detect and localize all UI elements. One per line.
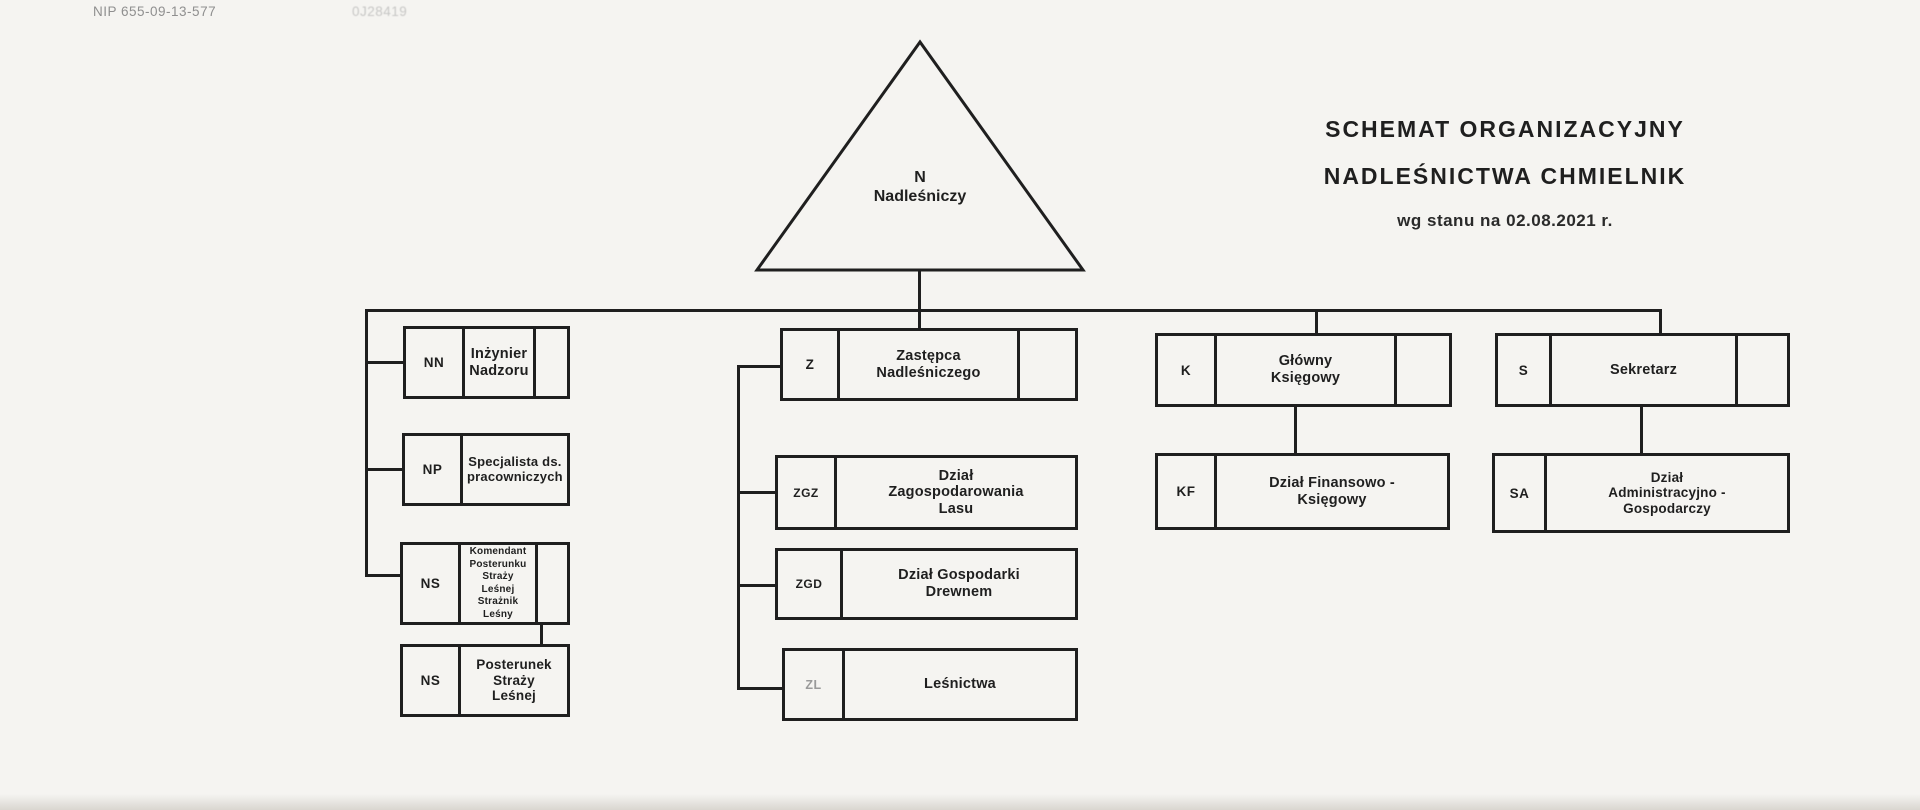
org-box-nn: NN Inżynier Nadzoru bbox=[403, 326, 570, 399]
root-triangle-shape bbox=[754, 39, 1086, 272]
org-box-kf: KF Dział Finansowo - Księgowy bbox=[1155, 453, 1450, 530]
connector-stub-z bbox=[737, 365, 782, 368]
org-box-s-label: Sekretarz bbox=[1609, 361, 1678, 378]
connector-stub-ns bbox=[365, 574, 402, 577]
org-box-ns-posterunek-code: NS bbox=[403, 647, 461, 714]
org-box-k-empty-cell bbox=[1394, 336, 1449, 404]
stamp-nip-number: NIP 655-09-13-577 bbox=[93, 4, 217, 19]
diagram-title-line1: SCHEMAT ORGANIZACYJNY bbox=[1325, 116, 1685, 142]
connector-stub-np bbox=[365, 468, 404, 471]
org-box-sa: SA Dział Administracyjno - Gospodarczy bbox=[1492, 453, 1790, 533]
org-box-zl-label: Leśnictwa bbox=[924, 676, 996, 693]
org-box-ns-komendant-empty-cell bbox=[535, 545, 567, 622]
org-box-sa-label: Dział Administracyjno - Gospodarczy bbox=[1608, 469, 1726, 516]
org-box-s-empty-cell bbox=[1735, 336, 1787, 404]
connector-stub-zgd bbox=[737, 584, 777, 587]
org-box-kf-code: KF bbox=[1158, 456, 1217, 527]
org-box-kf-label: Dział Finansowo - Księgowy bbox=[1269, 474, 1395, 508]
org-box-k-label: Główny Księgowy bbox=[1270, 353, 1341, 386]
connector-stub-zgz bbox=[737, 491, 777, 494]
org-box-np-empty-cell bbox=[566, 436, 601, 503]
org-box-nn-code: NN bbox=[406, 329, 465, 396]
diagram-title-line2: NADLEŚNICTWA CHMIELNIK bbox=[1323, 163, 1687, 189]
org-box-sa-code: SA bbox=[1495, 456, 1547, 530]
org-box-nn-label: Inżynier Nadzoru bbox=[469, 345, 529, 379]
root-label: Nadleśniczy bbox=[873, 188, 967, 205]
org-box-z-label: Zastępca Nadleśniczego bbox=[876, 347, 981, 381]
org-box-k: K Główny Księgowy bbox=[1155, 333, 1452, 407]
org-box-zgz-code: ZGZ bbox=[778, 458, 837, 527]
connector-stub-zl bbox=[737, 687, 784, 690]
connector-z-rail bbox=[737, 365, 740, 690]
org-box-ns-posterunek-label: Posterunek Straży Leśnej bbox=[476, 657, 552, 704]
connector-s-drop bbox=[1659, 309, 1662, 335]
org-box-s: S Sekretarz bbox=[1495, 333, 1790, 407]
org-box-zgd-label: Dział Gospodarki Drewnem bbox=[898, 567, 1020, 600]
connector-k-drop bbox=[1315, 309, 1318, 335]
org-box-s-code: S bbox=[1498, 336, 1552, 404]
root-triangle-label: N Nadleśniczy bbox=[795, 168, 1045, 206]
org-box-k-code: K bbox=[1158, 336, 1217, 404]
org-box-nn-empty-cell bbox=[533, 329, 567, 396]
org-box-np-code: NP bbox=[405, 436, 463, 503]
connector-s-to-sa bbox=[1640, 406, 1643, 455]
connector-stub-nn bbox=[365, 361, 405, 364]
connector-ns-to-posterunek bbox=[540, 625, 543, 646]
org-box-zgz-label: Dział Zagospodarowania Lasu bbox=[888, 467, 1024, 517]
root-code: N bbox=[914, 169, 926, 186]
org-box-zgd: ZGD Dział Gospodarki Drewnem bbox=[775, 548, 1078, 620]
connector-k-to-kf bbox=[1294, 406, 1297, 455]
diagram-subtitle-date: wg stanu na 02.08.2021 r. bbox=[1397, 211, 1613, 230]
org-box-ns-komendant-code: NS bbox=[403, 545, 461, 622]
org-box-ns-posterunek: NS Posterunek Straży Leśnej bbox=[400, 644, 570, 717]
org-box-z-code: Z bbox=[783, 331, 840, 398]
stamp-faded-number: 0J28419 bbox=[352, 4, 408, 19]
org-box-zl: ZL Leśnictwa bbox=[782, 648, 1078, 721]
org-box-zgd-code: ZGD bbox=[778, 551, 843, 617]
connector-left-rail bbox=[365, 309, 368, 577]
org-box-np-label: Specjalista ds. pracowniczych bbox=[467, 453, 563, 484]
org-box-np: NP Specjalista ds. pracowniczych bbox=[402, 433, 570, 506]
org-box-ns-komendant-label: Komendant Posterunku Straży Leśnej Straż… bbox=[469, 546, 527, 620]
org-box-zgz: ZGZ Dział Zagospodarowania Lasu bbox=[775, 455, 1078, 530]
scan-bottom-shadow bbox=[0, 794, 1920, 810]
org-box-z: Z Zastępca Nadleśniczego bbox=[780, 328, 1078, 401]
org-box-zl-code: ZL bbox=[785, 651, 845, 718]
org-box-z-empty-cell bbox=[1017, 331, 1075, 398]
connector-root-drop bbox=[918, 270, 921, 329]
diagram-title-block: SCHEMAT ORGANIZACYJNY NADLEŚNICTWA CHMIE… bbox=[1270, 106, 1740, 236]
org-box-ns-komendant: NS Komendant Posterunku Straży Leśnej St… bbox=[400, 542, 570, 625]
connector-main-rail bbox=[365, 309, 1662, 312]
